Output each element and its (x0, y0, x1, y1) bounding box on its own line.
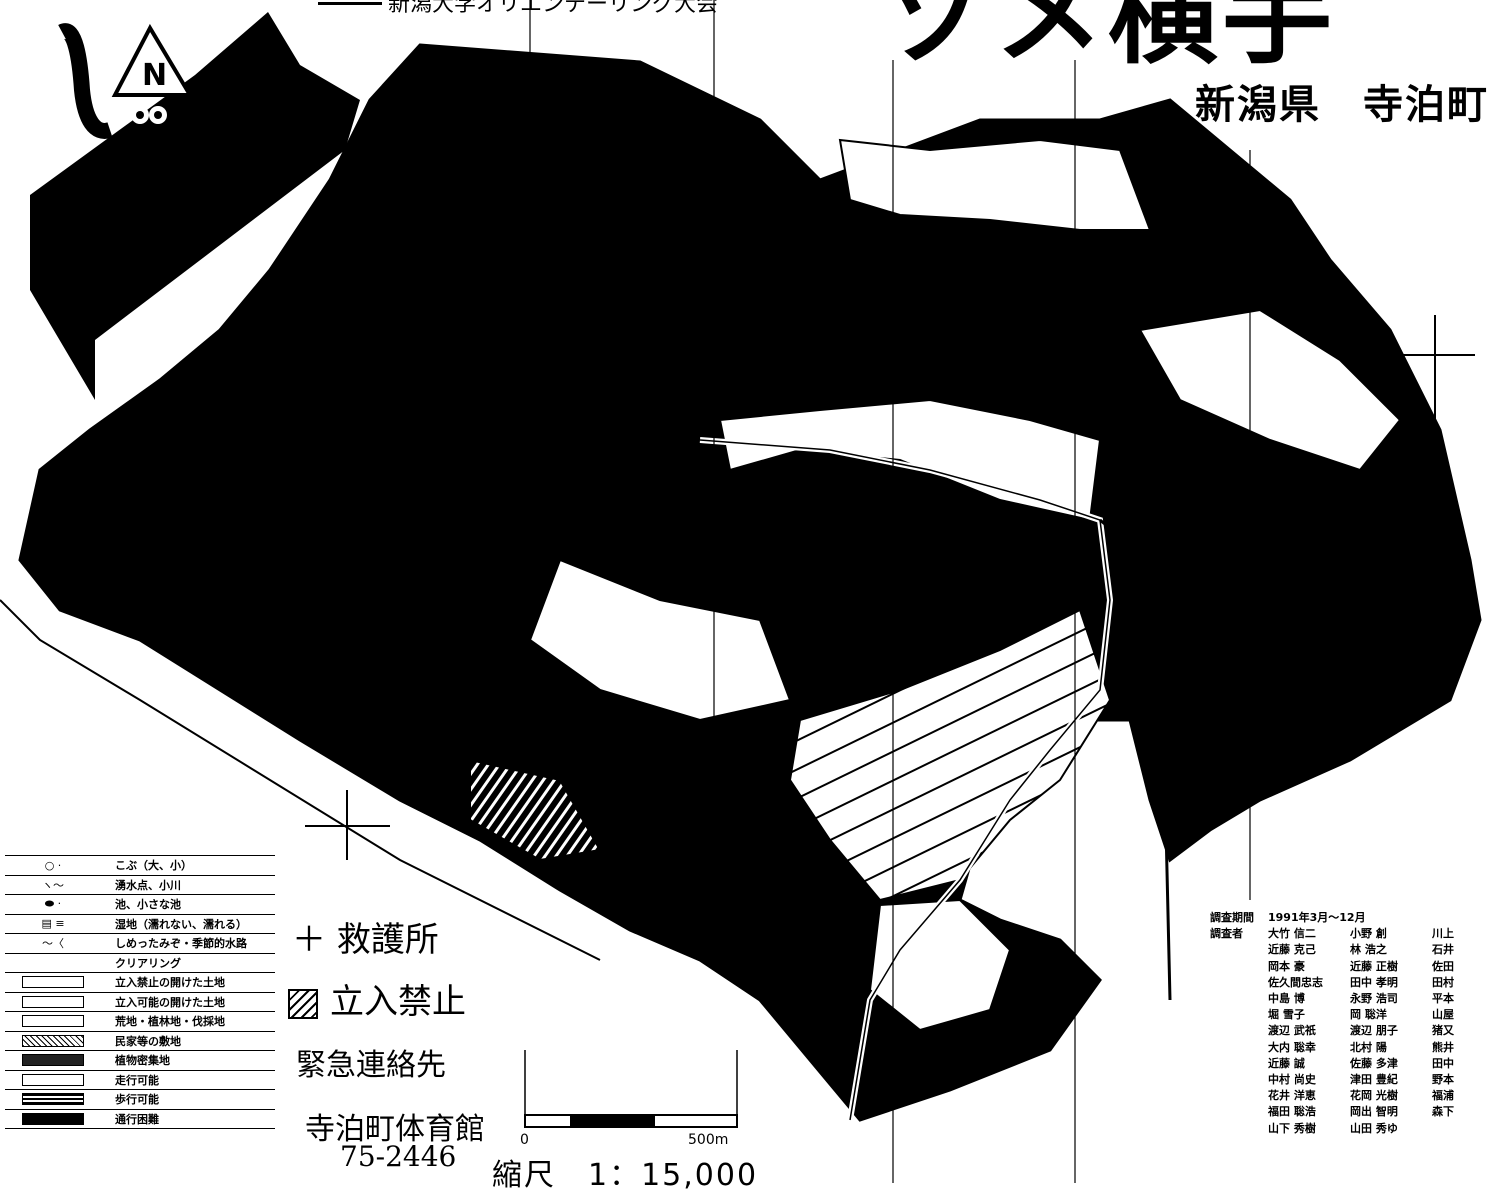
marsh-icon: ▤ ≡ (41, 917, 65, 931)
legend-row: 〜〈しめったみぞ・季節的水路 (5, 934, 275, 954)
north-letter: N (142, 58, 167, 93)
legend-row: ⬬ ·池、小さな池 (5, 895, 275, 915)
difficult-icon (5, 1110, 101, 1129)
venue-note: 寺泊町体育館 (305, 1112, 485, 1147)
forbidden-note: 立入禁止 (288, 974, 466, 1023)
stream-icon: ヽ〜 (42, 878, 64, 892)
legend-row: クリアリング (5, 954, 275, 973)
organizer-label: 新潟大学オリエンテーリング大会 (318, 0, 718, 18)
scale-bar (524, 1050, 738, 1128)
map-area (0, 43, 1482, 1122)
legend-row: 立入可能の開けた土地 (5, 993, 275, 1012)
first-aid-note: ＋ 救護所 (292, 920, 439, 960)
map-title: ゾメ横手 (880, 0, 1336, 79)
walkable-icon (5, 1090, 101, 1109)
scale-ratio: 縮尺 1：15,000 (492, 1158, 759, 1193)
rough-open-icon (5, 1012, 101, 1031)
legend-row: 民家等の敷地 (5, 1032, 275, 1051)
legend: ○ ·こぶ（大、小） ヽ〜湧水点、小川 ⬬ ·池、小さな池 ▤ ≡湿地（濡れない… (5, 855, 275, 1129)
legend-row: ヽ〜湧水点、小川 (5, 876, 275, 895)
ditch-icon: 〜〈 (42, 937, 64, 951)
first-aid-markers (305, 315, 1475, 860)
magnetic-north-lines (529, 0, 1251, 1183)
legend-row: 歩行可能 (5, 1090, 275, 1110)
legend-row: 走行可能 (5, 1071, 275, 1090)
clearing-icon (5, 954, 101, 973)
north-arrow: N (30, 12, 360, 400)
scale-start: 0 (520, 1132, 529, 1148)
emergency-note: 緊急連絡先 (296, 1048, 446, 1083)
legend-row: 通行困難 (5, 1110, 275, 1129)
phone-note: 75-2446 (340, 1140, 457, 1173)
scale-end: 500m (688, 1132, 729, 1148)
knoll-icon: ○ · (44, 858, 62, 872)
open-allowed-icon (5, 993, 101, 1012)
legend-row: 荒地・植林地・伐採地 (5, 1012, 275, 1032)
forbidden-hatch-icon (288, 989, 318, 1019)
runnable-icon (5, 1071, 101, 1090)
map-location: 新潟県 寺泊町 (1195, 82, 1489, 128)
legend-row: 植物密集地 (5, 1051, 275, 1071)
open-forbidden-icon (5, 973, 101, 992)
private-land-icon (5, 1032, 101, 1051)
legend-row: 立入禁止の開けた土地 (5, 973, 275, 993)
vegetation-icon (5, 1051, 101, 1070)
legend-row: ▤ ≡湿地（濡れない、濡れる） (5, 915, 275, 934)
pond-icon: ⬬ · (44, 897, 62, 911)
legend-row: ○ ·こぶ（大、小） (5, 856, 275, 876)
